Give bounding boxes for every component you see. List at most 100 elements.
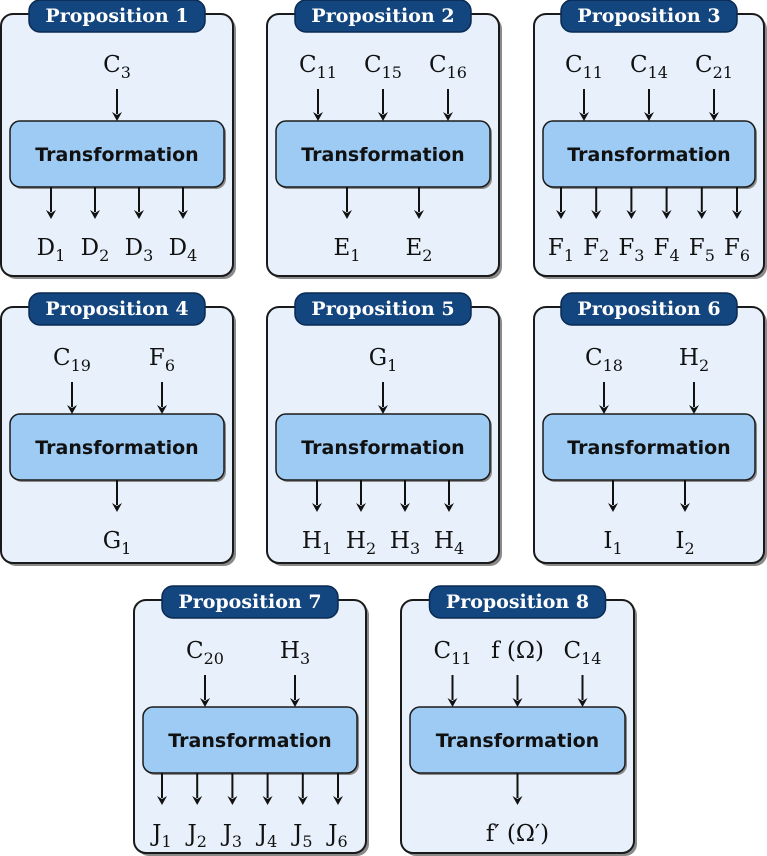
output-variable: H3 (390, 528, 420, 558)
input-variable-base: G (369, 345, 387, 371)
input-variable-base: C (429, 52, 447, 78)
input-variable: C19 (53, 345, 91, 375)
input-variable: C21 (695, 52, 733, 82)
input-arrow (644, 89, 654, 121)
input-variable-base: C (630, 52, 648, 78)
output-variable-subscript: 2 (197, 832, 207, 851)
output-variable-subscript: 4 (267, 832, 277, 851)
output-variable-subscript: 5 (705, 246, 715, 265)
input-variable-base: C (434, 638, 452, 664)
output-variable-subscript: 1 (350, 246, 360, 265)
output-variable: F4 (654, 235, 680, 265)
proposition-title-badge (28, 292, 206, 326)
output-variable: E2 (406, 235, 433, 265)
output-arrow (400, 480, 410, 512)
proposition-title: Proposition 4 (45, 298, 188, 320)
output-arrow (626, 187, 637, 219)
output-arrow (297, 773, 308, 805)
output-variable: G1 (103, 528, 132, 558)
output-arrow (591, 187, 602, 219)
output-variable: D4 (169, 235, 198, 265)
input-arrow (443, 89, 453, 121)
output-variable: J4 (256, 821, 277, 851)
output-variable: J1 (150, 821, 171, 851)
output-variable-base: J (256, 821, 267, 847)
proposition-title-badge (28, 0, 206, 33)
output-variable-base: H (390, 528, 410, 554)
output-variable-subscript: 2 (422, 246, 432, 265)
input-variable-subscript: 6 (165, 356, 175, 375)
output-variable-base: J (185, 821, 196, 847)
output-variable-base: D (169, 235, 187, 261)
proposition-title-badge (428, 585, 607, 619)
input-variable: C11 (434, 638, 472, 668)
output-arrow (680, 480, 690, 512)
output-variable: I1 (603, 528, 622, 558)
output-arrow (134, 187, 144, 219)
output-variable-base: H (434, 528, 454, 554)
output-variable: f′ (Ω′) (486, 821, 549, 847)
transformation-label: Transformation (35, 437, 198, 459)
input-variable-subscript: 15 (382, 63, 402, 82)
input-variable-base: C (299, 52, 317, 78)
transformation-label: Transformation (35, 144, 198, 166)
input-variable: H2 (679, 345, 709, 375)
input-variable: f (Ω) (491, 638, 544, 664)
output-variable-subscript: 1 (564, 246, 574, 265)
output-variable-base: D (125, 235, 143, 261)
transformation-label: Transformation (567, 144, 730, 166)
output-variable-subscript: 1 (322, 539, 332, 558)
output-arrow (732, 187, 742, 219)
transformation-label: Transformation (168, 730, 331, 752)
input-arrow (313, 89, 323, 121)
output-arrow (312, 480, 322, 512)
output-arrow (444, 480, 454, 512)
input-variable-base: f (Ω) (491, 638, 544, 664)
proposition-title: Proposition 6 (577, 298, 720, 320)
output-variable-subscript: 2 (366, 539, 376, 558)
input-arrow (378, 382, 388, 414)
output-variable: F2 (583, 235, 609, 265)
output-variable-base: f′ (Ω′) (486, 821, 549, 847)
input-variable-base: C (186, 638, 204, 664)
input-variable: C15 (364, 52, 402, 82)
input-variable-subscript: 21 (713, 63, 733, 82)
proposition-title-badge (560, 0, 738, 33)
input-variable-base: H (679, 345, 699, 371)
output-variable-base: F (689, 235, 705, 261)
output-arrow (608, 480, 618, 512)
input-variable-base: C (695, 52, 713, 78)
input-arrow (290, 675, 300, 707)
input-arrow (157, 382, 167, 414)
output-variable-base: F (548, 235, 564, 261)
input-variable-subscript: 3 (300, 649, 310, 668)
input-arrow (200, 675, 210, 707)
output-variable-subscript: 6 (740, 246, 750, 265)
output-arrow (90, 187, 100, 219)
input-arrow (67, 382, 77, 414)
input-variable-subscript: 1 (387, 356, 397, 375)
proposition-title: Proposition 3 (577, 5, 720, 27)
proposition-title-badge (161, 585, 339, 619)
input-variable-subscript: 3 (121, 63, 131, 82)
output-variable: J3 (221, 821, 242, 851)
input-variable: C14 (564, 638, 602, 668)
output-variable-base: E (406, 235, 423, 261)
transformation-label: Transformation (301, 144, 464, 166)
output-variable: H2 (346, 528, 376, 558)
output-arrow (342, 187, 352, 219)
input-variable-base: C (53, 345, 71, 371)
transformation-label: Transformation (436, 730, 599, 752)
input-variable: F6 (149, 345, 175, 375)
proposition-title-badge (294, 0, 472, 33)
input-variable: C16 (429, 52, 467, 82)
transformation-box (542, 413, 756, 481)
output-variable-base: F (583, 235, 599, 261)
